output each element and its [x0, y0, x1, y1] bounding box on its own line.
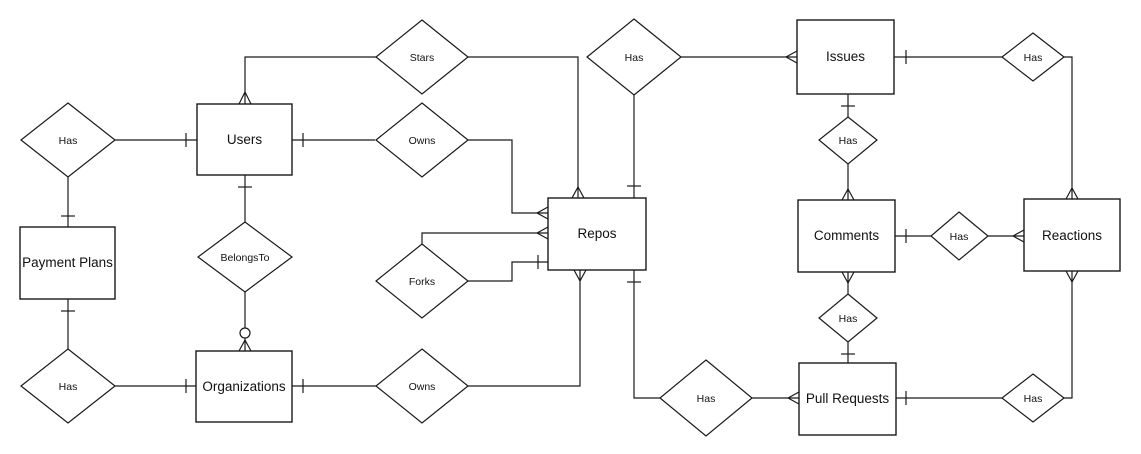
entity-repos: Repos — [547, 197, 647, 271]
entity-label: Users — [227, 132, 263, 147]
entity-issues: Issues — [796, 19, 895, 95]
connectors — [61, 50, 1079, 405]
entity-label: Organizations — [202, 379, 286, 394]
relationship-has-repos-issues: Has — [586, 18, 682, 96]
relationship-label: Owns — [409, 381, 436, 393]
entity-reactions: Reactions — [1023, 198, 1121, 272]
entity-label: Pull Requests — [806, 391, 890, 406]
relationship-stars: Stars — [375, 19, 469, 95]
relationship-label: Has — [59, 135, 78, 147]
relationship-label: Owns — [409, 135, 436, 147]
entity-comments: Comments — [797, 199, 896, 273]
relationship-owns-orgs-repos: Owns — [375, 348, 469, 424]
relationship-has-issues-comments: Has — [818, 116, 878, 165]
relationship-forks: Forks — [375, 243, 469, 319]
relationship-has-repos-pull-requests: Has — [659, 359, 753, 437]
entity-label: Reactions — [1042, 228, 1102, 243]
relationship-has-comments-reactions: Has — [930, 211, 989, 261]
relationship-has-orgs-payment-plans: Has — [20, 348, 116, 424]
relationship-label: Has — [697, 393, 716, 405]
entity-label: Repos — [577, 226, 616, 241]
relationship-label: Has — [839, 135, 858, 147]
entity-organizations: Organizations — [195, 350, 293, 423]
relationship-label: Has — [1024, 393, 1043, 405]
relationship-has-issues-reactions: Has — [1001, 32, 1065, 82]
relationship-label: Has — [839, 313, 858, 325]
entity-label: Issues — [826, 49, 865, 64]
entity-payment-plans: Payment Plans — [19, 226, 116, 300]
relationship-has-comments-pull-requests: Has — [818, 293, 878, 343]
entity-label: Comments — [814, 228, 880, 243]
relationship-label: Has — [950, 231, 969, 243]
entity-label: Payment Plans — [22, 255, 113, 270]
relationship-has-pull-requests-reactions: Has — [1001, 373, 1065, 423]
relationship-label: BelongsTo — [220, 252, 269, 264]
relationship-label: Has — [625, 52, 644, 64]
relationship-label: Has — [59, 381, 78, 393]
relationship-belongs-to: BelongsTo — [196, 221, 294, 293]
relationship-label: Stars — [410, 52, 435, 64]
relationship-owns-users-repos: Owns — [375, 102, 469, 178]
relationship-label: Has — [1024, 52, 1043, 64]
entity-pull-requests: Pull Requests — [798, 362, 897, 436]
relationship-has-users-payment-plans: Has — [20, 102, 116, 178]
relationship-label: Forks — [409, 276, 435, 288]
entity-users: Users — [196, 103, 293, 176]
